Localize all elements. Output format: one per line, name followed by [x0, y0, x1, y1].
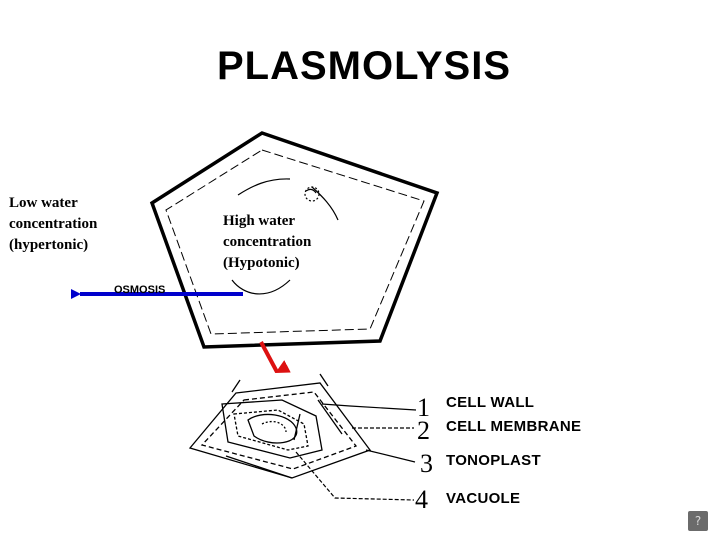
inside-label-line: concentration	[223, 234, 312, 250]
outside-label-line: concentration	[9, 216, 98, 232]
part-number: 1	[417, 393, 430, 422]
inside-label: High water concentration (Hypotonic)	[223, 211, 311, 274]
part-label-cell-membrane: CELL MEMBRANE	[446, 418, 582, 435]
leader-lines	[295, 403, 417, 501]
help-button[interactable]: ?	[688, 511, 708, 531]
inside-label-line: (Hypotonic)	[223, 255, 300, 271]
part-label-vacuole: VACUOLE	[446, 490, 521, 507]
inside-label-line: High water	[223, 213, 296, 229]
part-number: 4	[415, 485, 428, 514]
outside-label-line: Low water	[9, 195, 78, 211]
part-number: 2	[417, 416, 430, 445]
outside-label-line: (hypertonic)	[9, 237, 89, 253]
pentagon-cell	[149, 131, 440, 349]
outside-label: Low water concentration (hypertonic)	[9, 193, 97, 256]
plasmolysed-cell	[188, 373, 372, 479]
osmosis-label: OSMOSIS	[114, 284, 166, 296]
part-number: 3	[420, 449, 433, 478]
shrunken-vacuole	[231, 178, 339, 295]
page-title: PLASMOLYSIS	[216, 44, 512, 88]
transition-arrow	[259, 341, 291, 373]
part-label-tonoplast: TONOPLAST	[446, 452, 541, 469]
part-label-cell-wall: CELL WALL	[446, 394, 535, 411]
